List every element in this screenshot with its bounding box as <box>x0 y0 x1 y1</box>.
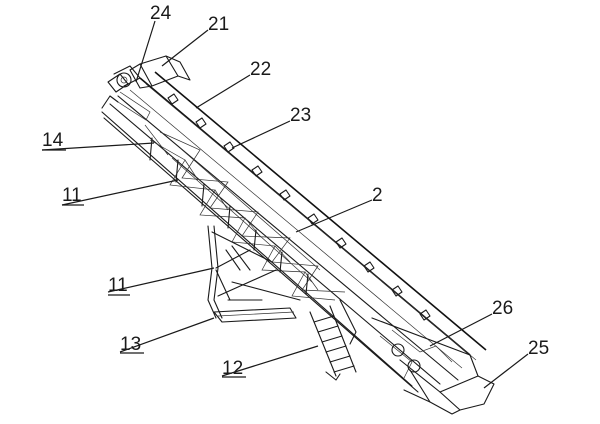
leader-lines <box>41 20 529 389</box>
numeral-25: 25 <box>528 338 549 359</box>
ladder <box>309 299 357 381</box>
numeral-26: 26 <box>492 298 513 319</box>
numeral-11-top: 11 <box>62 185 82 206</box>
side-posts <box>149 137 309 295</box>
reference-numerals: 24 21 22 23 14 11 2 11 26 13 25 12 <box>42 3 549 379</box>
tail-section <box>371 317 495 415</box>
numeral-13: 13 <box>120 334 141 355</box>
truss-bracing <box>144 124 346 301</box>
numeral-2: 2 <box>372 185 383 206</box>
numeral-24: 24 <box>150 3 172 24</box>
numeral-underlines <box>42 149 246 378</box>
numeral-22: 22 <box>250 59 271 80</box>
idler-rollers <box>167 93 431 321</box>
numeral-21: 21 <box>208 14 229 35</box>
head-section <box>101 55 191 121</box>
numeral-11-bottom: 11 <box>108 275 128 296</box>
support-frame <box>207 225 301 323</box>
numeral-12: 12 <box>222 358 243 379</box>
numeral-14: 14 <box>42 130 64 151</box>
numeral-23: 23 <box>290 105 311 126</box>
